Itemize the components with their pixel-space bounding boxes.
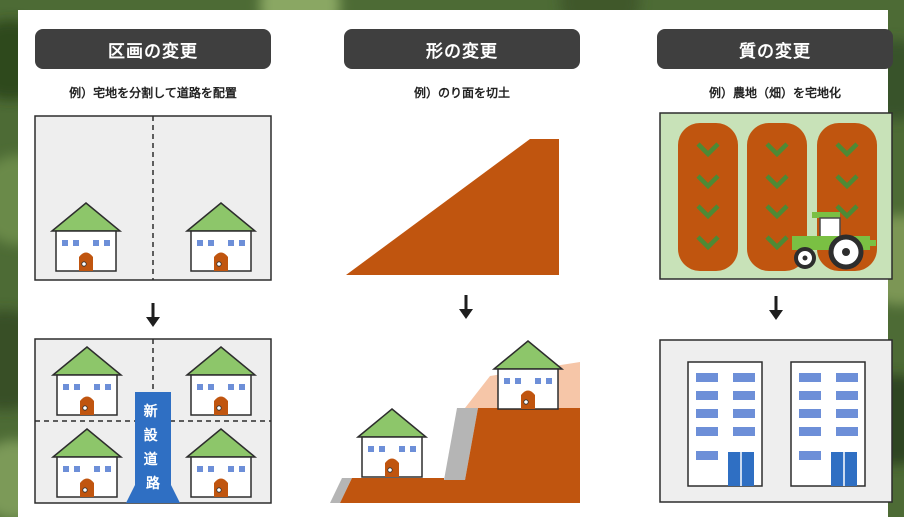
apartment-building [687, 361, 763, 487]
crop-row [747, 123, 807, 271]
terraced-ground [340, 408, 580, 503]
down-arrow-icon [459, 295, 473, 319]
retaining-wall [444, 408, 478, 480]
slope-before [346, 139, 559, 275]
road-label: 新 設 道 路 [144, 403, 163, 492]
down-arrow-icon [769, 296, 783, 320]
down-arrow-icon [146, 303, 160, 327]
retaining-wall [330, 478, 352, 503]
house-icon [493, 340, 563, 410]
section-title-quality: 質の変更 [657, 29, 893, 69]
tractor-icon [792, 212, 876, 270]
section-title-partition: 区画の変更 [35, 29, 271, 69]
caption-shape: 例）のり面を切土 [413, 86, 510, 100]
new-road [126, 392, 180, 503]
caption-quality: 例）農地（畑）を宅地化 [708, 86, 841, 100]
caption-partition: 例）宅地を分割して道路を配置 [69, 86, 237, 100]
section-title-shape: 形の変更 [344, 29, 580, 69]
apartment-building [790, 361, 866, 487]
house-icon [357, 408, 427, 478]
crop-row [678, 123, 738, 271]
